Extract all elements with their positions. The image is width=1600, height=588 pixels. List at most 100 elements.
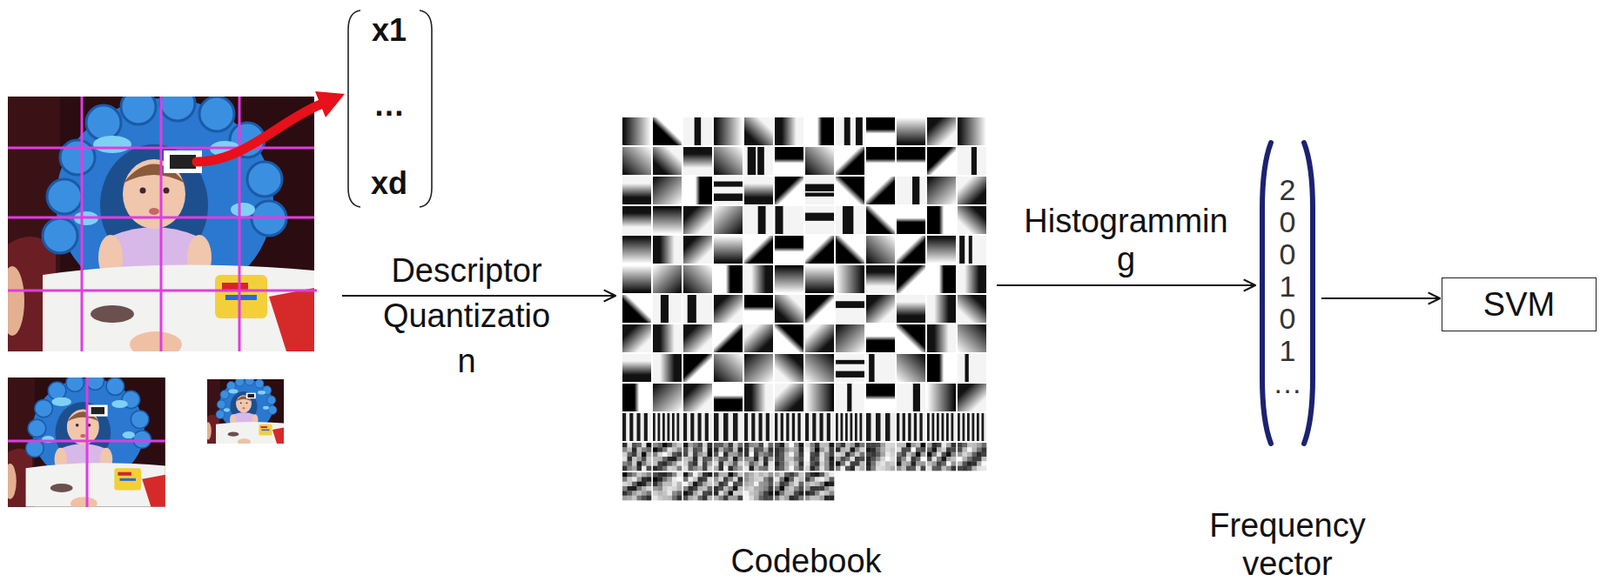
codebook-patch (805, 354, 834, 383)
codebook-patch (622, 206, 652, 235)
codebook-patch (774, 147, 804, 175)
codebook-patch (652, 265, 682, 294)
codebook-patch (744, 383, 774, 412)
vector-entry: 0 (1258, 302, 1317, 336)
descriptor-bracket (348, 10, 432, 208)
codebook-patch (835, 117, 865, 146)
codebook-patch (866, 265, 895, 294)
codebook-patch (713, 354, 743, 383)
codebook-patch (896, 117, 926, 146)
codebook-patch (713, 235, 743, 264)
codebook-patch (744, 295, 774, 323)
vector-entry: 1 (1258, 270, 1317, 303)
codebook-patch (683, 472, 713, 501)
codebook-patch (652, 443, 682, 471)
codebook-patch (866, 413, 895, 442)
photo-mid (7, 377, 166, 508)
codebook-grid (622, 117, 987, 501)
vector-caption: Frequency vector (1174, 506, 1401, 584)
codebook-patch (927, 295, 956, 323)
codebook-patch (927, 354, 956, 383)
codebook-patch (835, 324, 865, 353)
codebook-patch (805, 117, 834, 146)
step-label: Histogrammin g (1020, 201, 1233, 279)
codebook-patch (896, 265, 926, 294)
codebook-patch (927, 443, 956, 471)
vector-entry: 0 (1258, 238, 1317, 271)
codebook-patch (805, 443, 834, 471)
codebook-patch (896, 443, 926, 471)
codebook-patch (713, 117, 743, 146)
codebook-patch (866, 235, 895, 264)
codebook-patch (774, 295, 804, 323)
codebook-patch (835, 176, 865, 205)
codebook-patch (774, 383, 804, 412)
codebook-patch (896, 206, 926, 235)
codebook-patch (957, 206, 987, 235)
codebook-patch (683, 265, 713, 294)
codebook-patch (866, 354, 895, 383)
vector-ellipsis: … (349, 87, 429, 124)
codebook-patch (622, 117, 652, 146)
codebook-patch (866, 147, 895, 175)
codebook-patch (744, 176, 774, 205)
codebook-patch (622, 147, 652, 175)
codebook-patch (652, 324, 682, 353)
codebook-caption: Codebook (675, 542, 937, 581)
codebook-patch (713, 147, 743, 175)
codebook-patch (805, 206, 834, 235)
codebook-patch (957, 413, 987, 442)
codebook-patch (652, 383, 682, 412)
codebook-patch (866, 383, 895, 412)
codebook-patch (774, 176, 804, 205)
codebook-patch (774, 117, 804, 146)
vector-entry: 1 (1258, 335, 1317, 368)
codebook-patch (835, 443, 865, 471)
codebook-patch (744, 117, 774, 146)
codebook-patch (774, 265, 804, 294)
flow-arrow (1321, 297, 1440, 300)
frequency-vector: 200101…Frequency vector (1258, 139, 1317, 448)
codebook-patch (622, 324, 652, 353)
codebook-patch (835, 206, 865, 235)
vector-entry: 0 (1258, 206, 1317, 239)
codebook-patch (744, 443, 774, 471)
codebook-patch (622, 413, 652, 442)
codebook-patch (896, 354, 926, 383)
codebook-patch (713, 324, 743, 353)
codebook-patch (957, 443, 987, 471)
codebook-patch (805, 176, 834, 205)
codebook-patch (774, 443, 804, 471)
codebook-patch (774, 324, 804, 353)
codebook-patch (866, 324, 895, 353)
codebook-patch (713, 472, 743, 501)
codebook-patch (652, 354, 682, 383)
codebook-patch (744, 235, 774, 264)
codebook-patch (896, 295, 926, 323)
flow-arrow (996, 284, 1256, 287)
codebook-patch (957, 265, 987, 294)
codebook-patch (683, 324, 713, 353)
codebook-patch (683, 354, 713, 383)
codebook-patch (866, 117, 895, 146)
codebook-patch (805, 235, 834, 264)
codebook-patch (713, 265, 743, 294)
codebook-patch (957, 383, 987, 412)
codebook-patch (774, 413, 804, 442)
vector-component: xd (349, 165, 429, 202)
caption-holder: Codebook (675, 542, 937, 581)
codebook-patch (622, 472, 652, 501)
codebook-patch (927, 265, 956, 294)
codebook-patch (744, 324, 774, 353)
codebook-patch (805, 265, 834, 294)
codebook-patch (744, 354, 774, 383)
codebook-patch (652, 295, 682, 323)
codebook-patch (713, 383, 743, 412)
codebook-patch (957, 295, 987, 323)
codebook-patch (927, 206, 956, 235)
caption-holder: Frequency vector (1174, 506, 1401, 584)
codebook-patch (744, 265, 774, 294)
codebook-patch (652, 176, 682, 205)
